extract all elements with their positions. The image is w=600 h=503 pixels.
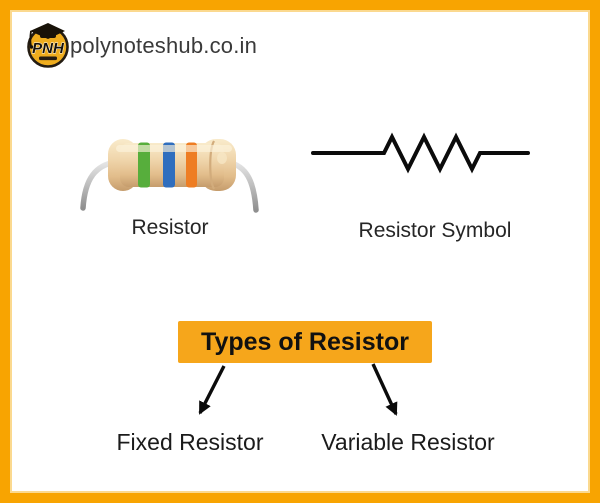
branch-arrows: [198, 363, 398, 416]
graduation-cap-icon: [29, 23, 65, 49]
resistor-caption: Resistor: [131, 216, 209, 239]
types-title-box: Types of Resistor: [178, 321, 432, 363]
pnh-logo-icon: PNH: [27, 23, 69, 68]
variable-resistor-label: Variable Resistor: [321, 429, 495, 455]
arrow-to-fixed: [198, 365, 226, 415]
symbol-caption: Resistor Symbol: [358, 219, 512, 242]
types-title: Types of Resistor: [201, 327, 409, 356]
cap-ring: [209, 140, 216, 190]
brand-logo: PNH: [22, 18, 72, 70]
resistor-photo: [80, 139, 259, 213]
band-green: [138, 142, 150, 188]
site-name: polynoteshub.co.in: [70, 33, 258, 58]
band-blue: [163, 142, 175, 188]
arrow-to-variable: [371, 363, 398, 416]
band-orange: [186, 142, 197, 188]
logo-text: PNH: [32, 40, 65, 57]
resistor-symbol: [311, 132, 530, 174]
fixed-resistor-label: Fixed Resistor: [116, 429, 264, 455]
